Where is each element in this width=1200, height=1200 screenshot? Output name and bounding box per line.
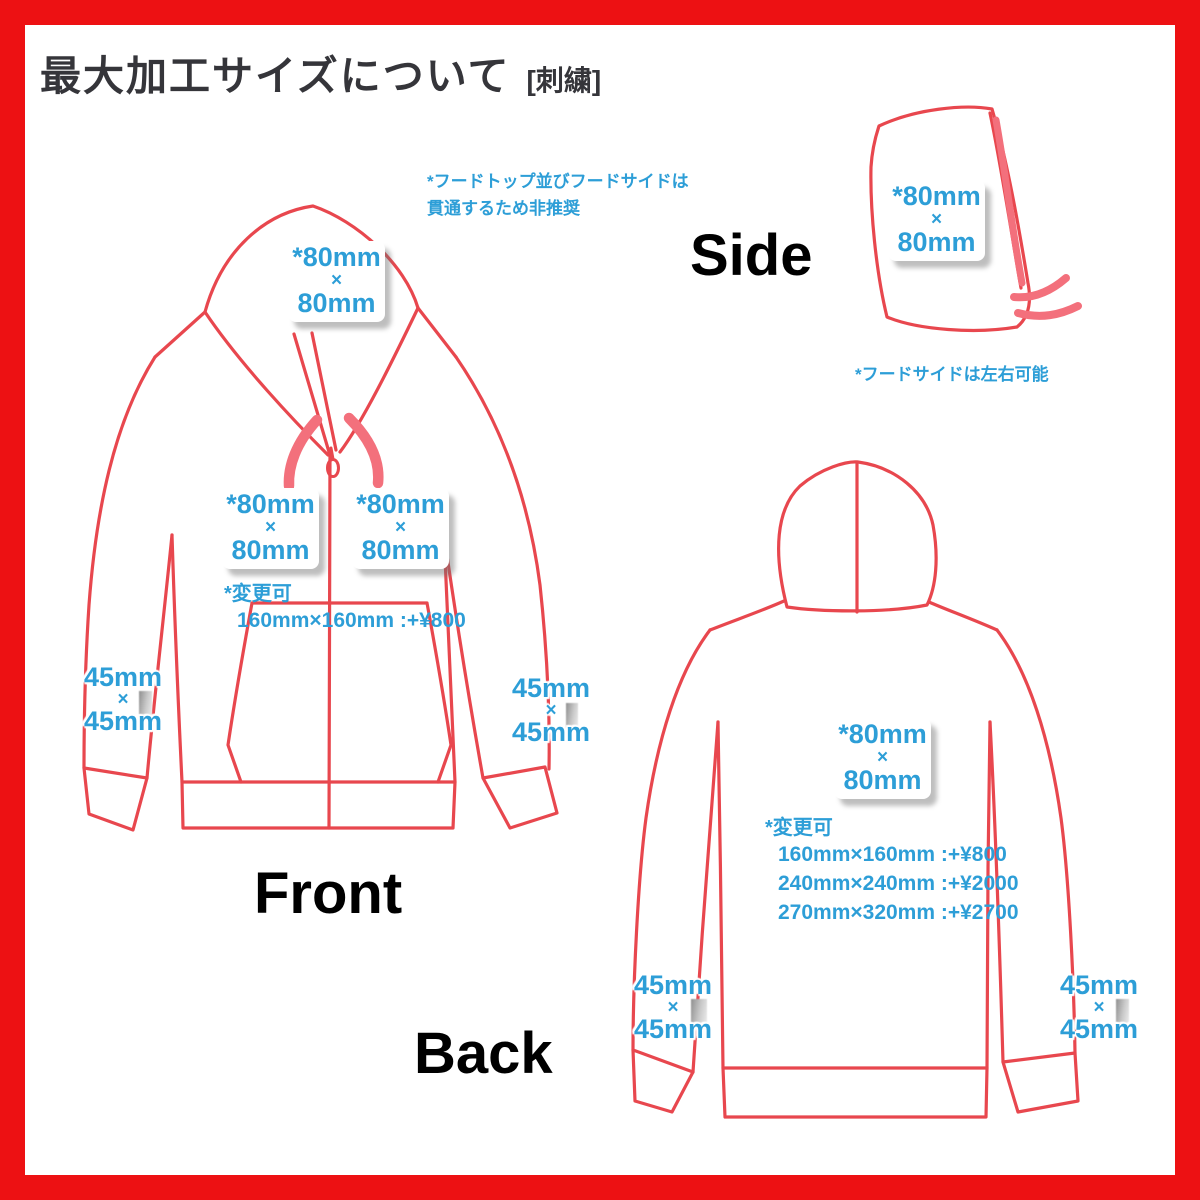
back-right-sleeve bbox=[988, 628, 1077, 1064]
front-pocket bbox=[226, 601, 453, 784]
size-badge-back-center: *80mm × 80mm bbox=[834, 718, 931, 799]
note-hood-side: *フードサイドは左右可能 bbox=[855, 365, 1049, 384]
size-option-line: 160mm×160mm :+¥800 bbox=[237, 609, 466, 632]
front-hood-opening-left bbox=[203, 310, 330, 457]
view-label-side: Side bbox=[690, 223, 813, 288]
back-left-sleeve bbox=[631, 628, 720, 1074]
front-right-sleeve bbox=[442, 355, 551, 780]
size-options-front: *変更可 160mm×160mm :+¥800 bbox=[224, 582, 466, 635]
page-title: 最大加工サイズについて [刺繍] bbox=[40, 42, 601, 102]
front-left-sleeve bbox=[82, 355, 174, 780]
side-hood-drawstrings bbox=[1010, 274, 1082, 320]
front-hood-inner-v bbox=[292, 331, 338, 454]
front-body-sides bbox=[170, 533, 457, 784]
gray-mark-front-right bbox=[566, 703, 578, 728]
back-shoulders bbox=[708, 599, 999, 632]
size-badge-front-chest-right: *80mm × 80mm bbox=[352, 488, 449, 569]
sleeve-size-front-right: 45mm × 45mm bbox=[511, 673, 591, 747]
front-hood-outline bbox=[203, 204, 420, 314]
sleeve-size-front-left: 45mm × 45mm bbox=[83, 662, 163, 736]
size-options-back-header: *変更可 bbox=[765, 817, 833, 839]
drawstring-left bbox=[283, 414, 323, 492]
front-hoodie-drawing bbox=[82, 204, 559, 832]
note-hood-top: *フードトップ並びフードサイドは 貫通するため非推奨 bbox=[427, 172, 689, 218]
front-zipper-pull bbox=[326, 446, 340, 478]
size-badge-front-hood: *80mm × 80mm bbox=[288, 241, 385, 322]
size-badge-front-chest-left: *80mm × 80mm bbox=[222, 488, 319, 569]
front-right-cuff bbox=[481, 765, 559, 830]
gray-mark-back-right bbox=[1116, 999, 1129, 1023]
sleeve-size-back-left: 45mm × 45mm bbox=[633, 970, 713, 1044]
back-hoodie-drawing bbox=[631, 460, 1080, 1119]
front-hem-band bbox=[180, 780, 457, 830]
page-title-main: 最大加工サイズについて bbox=[40, 53, 511, 99]
back-hem-band bbox=[721, 1066, 989, 1119]
gray-mark-front-left bbox=[139, 691, 152, 716]
back-left-cuff bbox=[631, 1048, 695, 1114]
front-drawstrings bbox=[283, 412, 384, 492]
size-badge-side-hood: *80mm × 80mm bbox=[888, 180, 985, 261]
side-hood-opening-band bbox=[992, 116, 1026, 287]
back-body-sides bbox=[716, 720, 992, 1070]
size-option-line: 240mm×240mm :+¥2000 bbox=[778, 872, 1019, 895]
view-label-back: Back bbox=[414, 1021, 553, 1086]
view-label-front: Front bbox=[254, 861, 403, 926]
sleeve-size-back-right: 45mm × 45mm bbox=[1059, 970, 1139, 1044]
size-options-back: *変更可 160mm×160mm :+¥800 240mm×240mm :+¥2… bbox=[765, 816, 1019, 927]
front-shoulders bbox=[153, 306, 458, 359]
front-left-cuff bbox=[82, 766, 149, 832]
page-title-tag: [刺繍] bbox=[526, 65, 602, 96]
back-right-cuff bbox=[1001, 1051, 1080, 1114]
size-option-line: 270mm×320mm :+¥2700 bbox=[778, 901, 1019, 924]
front-zipper-line bbox=[327, 450, 332, 830]
size-options-front-header: *変更可 bbox=[224, 583, 292, 605]
front-hood-opening-right bbox=[338, 306, 420, 454]
gray-mark-back-left bbox=[691, 999, 707, 1023]
size-option-line: 160mm×160mm :+¥800 bbox=[778, 843, 1007, 866]
drawstring-right bbox=[343, 412, 384, 489]
